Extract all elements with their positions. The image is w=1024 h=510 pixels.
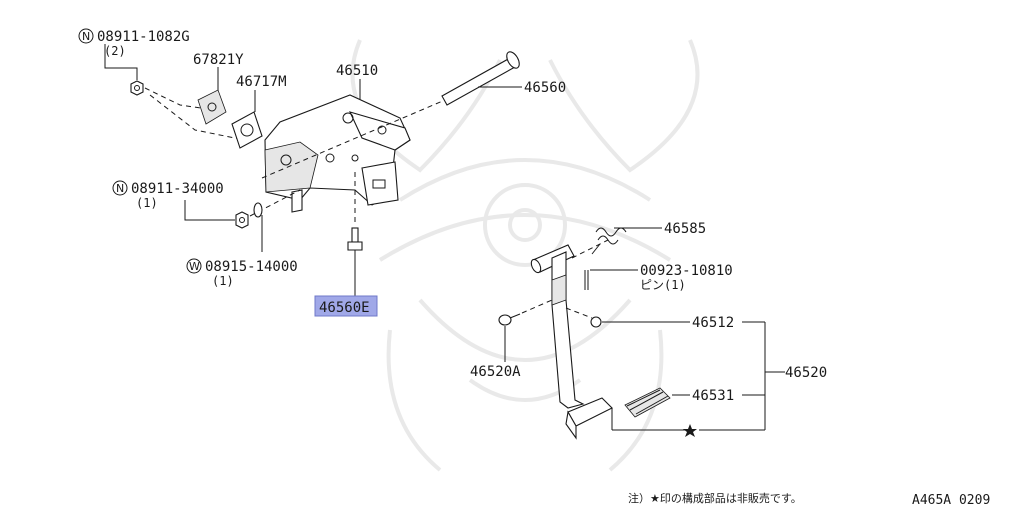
gasket-46717m[interactable]: 46717M bbox=[231, 74, 287, 149]
hex-nut-icon bbox=[130, 80, 144, 96]
shaft-46560[interactable]: 46560 bbox=[441, 50, 566, 106]
assembly-bracket-46520: 46520 bbox=[611, 321, 827, 437]
pin-sub: ピン(1) bbox=[640, 278, 686, 292]
nut-top-qty: (2) bbox=[104, 44, 126, 58]
diagram-code: A465A 0209 bbox=[912, 493, 990, 508]
label-46520a: 46520A bbox=[470, 364, 521, 380]
washer-prefix: W bbox=[189, 260, 200, 273]
label-46512: 46512 bbox=[692, 315, 734, 331]
pin-46520a[interactable]: 46520A bbox=[470, 299, 553, 380]
nut-08911-34000[interactable]: N 08911-34000 (1) bbox=[112, 180, 249, 229]
nut-top-prefix: N bbox=[82, 30, 90, 43]
washer-icon bbox=[253, 202, 263, 218]
star-marker-icon bbox=[683, 424, 697, 437]
pedal-46520[interactable] bbox=[529, 244, 613, 440]
label-46585: 46585 bbox=[664, 221, 706, 237]
n-circle-icon bbox=[78, 28, 94, 44]
bracket-46510[interactable]: 46510 bbox=[264, 63, 411, 213]
nut-08911-1082g[interactable]: N 08911-1082G (2) bbox=[78, 28, 190, 96]
nut-top-number: 08911-1082G bbox=[97, 29, 190, 45]
label-67821y: 67821Y bbox=[193, 52, 244, 68]
highlight-box bbox=[314, 295, 378, 317]
pin-number: 00923-10810 bbox=[640, 263, 733, 279]
label-46560e: 46560E bbox=[319, 300, 370, 316]
pin-00923-10810[interactable]: 00923-10810 ピン(1) bbox=[584, 263, 733, 292]
label-46560: 46560 bbox=[524, 80, 566, 96]
nut-mid-number: 08911-34000 bbox=[131, 181, 224, 197]
bushing-46512[interactable]: 46512 bbox=[565, 307, 734, 331]
spacer-67821y[interactable]: 67821Y bbox=[193, 52, 244, 125]
n-circle-icon-2 bbox=[112, 180, 128, 196]
watermark-helmet bbox=[350, 39, 700, 472]
washer-qty: (1) bbox=[212, 274, 234, 288]
label-46531: 46531 bbox=[692, 388, 734, 404]
nut-mid-qty: (1) bbox=[136, 196, 158, 210]
spring-46585[interactable]: 46585 bbox=[591, 221, 706, 255]
label-46717m: 46717M bbox=[236, 74, 287, 90]
footer-note: 注）★印の構成部品は非販売です。 bbox=[628, 491, 802, 505]
label-46510: 46510 bbox=[336, 63, 378, 79]
bolt-46560e[interactable]: 46560E bbox=[314, 172, 378, 317]
w-circle-icon bbox=[186, 258, 202, 274]
nut-mid-prefix: N bbox=[116, 182, 124, 195]
label-46520: 46520 bbox=[785, 365, 827, 381]
washer-number: 08915-14000 bbox=[205, 259, 298, 275]
pad-46531[interactable]: 46531 bbox=[624, 387, 734, 418]
washer-08915-14000[interactable]: W 08915-14000 (1) bbox=[186, 202, 298, 288]
hex-nut-icon-2 bbox=[235, 211, 249, 229]
